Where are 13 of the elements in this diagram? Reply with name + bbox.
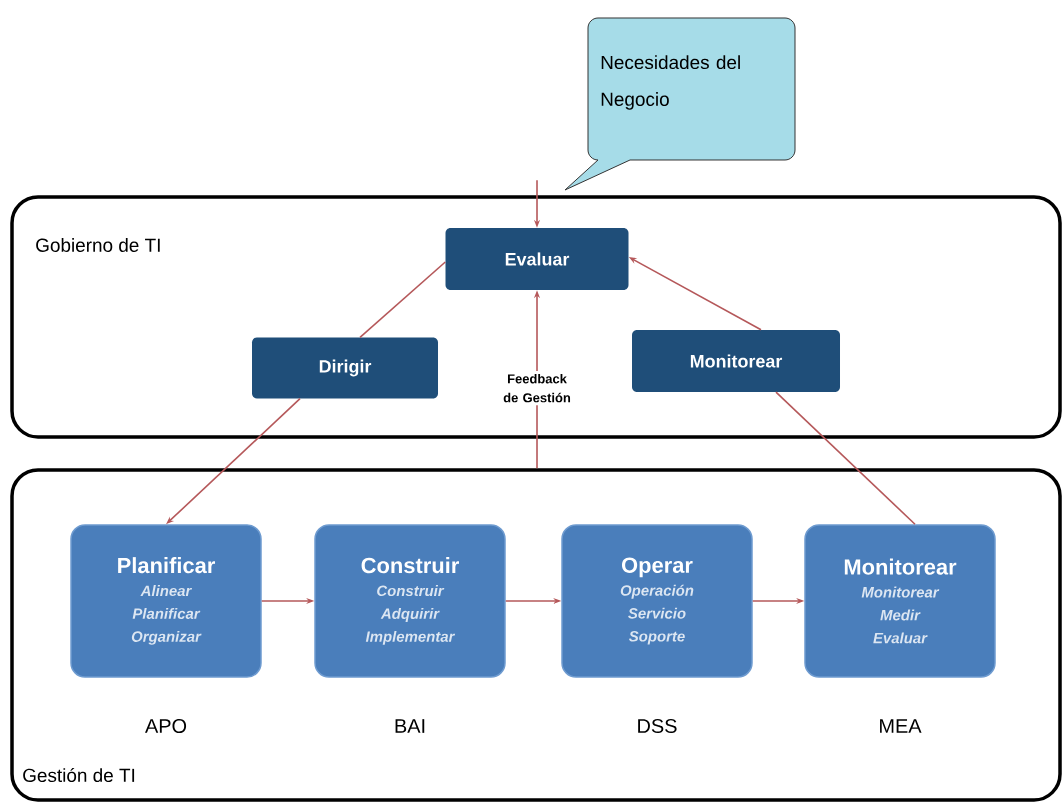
module-code: BAI bbox=[395, 719, 425, 733]
process-box: Monitorear bbox=[632, 330, 840, 392]
module-code: APO bbox=[145, 718, 187, 734]
module-code: MEA bbox=[880, 719, 922, 733]
process-box: Operar Operación Servicio Soporte bbox=[561, 524, 753, 678]
edge-label: Feedback de Gestión bbox=[503, 373, 570, 403]
speech-callout: Necesidades del Negocio bbox=[564, 17, 796, 191]
process-box: Planificar Alinear Planificar Organizar bbox=[70, 524, 262, 678]
process-box: Monitorear Monitorear Medir Evaluar bbox=[804, 524, 996, 678]
process-box: Construir Construir Adquirir Implementar bbox=[314, 524, 506, 678]
module-code: DSS bbox=[638, 718, 677, 734]
process-box: Dirigir bbox=[252, 337, 438, 399]
process-box: Evaluar bbox=[445, 228, 629, 290]
